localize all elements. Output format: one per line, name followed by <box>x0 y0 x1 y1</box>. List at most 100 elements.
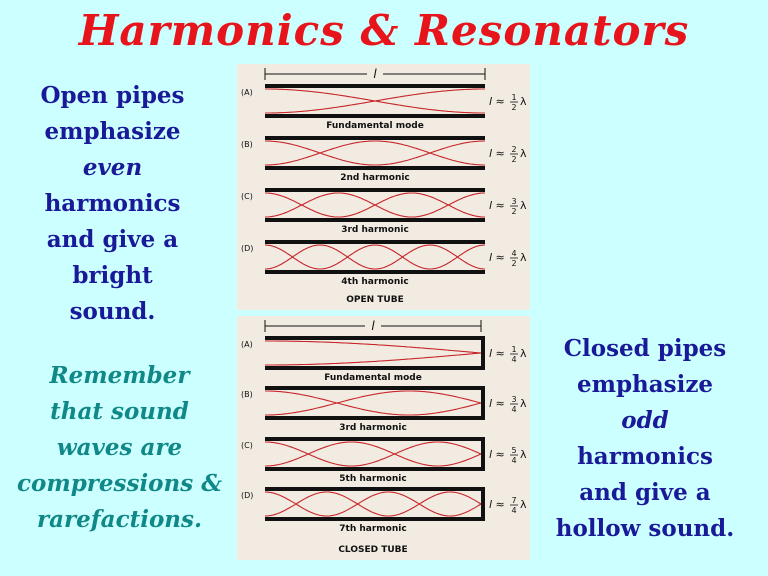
text-line: Open pipes <box>40 82 185 109</box>
formula-prefix: l ≈ <box>489 95 505 108</box>
formula-lambda: λ <box>520 448 527 461</box>
tube-wall-bottom <box>265 467 484 471</box>
formula-numerator: 3 <box>511 197 516 206</box>
standing-wave <box>264 491 482 517</box>
mode-letter: (C) <box>241 441 253 450</box>
formula-prefix: l ≈ <box>489 498 505 511</box>
tube-wall-top <box>265 136 485 140</box>
tube-wall-bottom <box>265 517 484 521</box>
standing-wave <box>265 441 482 467</box>
tube-wall-top <box>265 386 484 390</box>
standing-wave <box>265 88 485 114</box>
formula-numerator: 1 <box>511 93 516 102</box>
mode-letter: (A) <box>241 88 253 97</box>
text-line: and give a <box>579 479 711 506</box>
formula-denominator: 4 <box>511 506 516 515</box>
formula-numerator: 5 <box>511 446 516 455</box>
standing-wave <box>264 491 482 517</box>
tube-wall-top <box>265 84 485 88</box>
tube-wall-bottom <box>265 270 485 274</box>
formula-denominator: 4 <box>511 456 516 465</box>
formula-lambda: λ <box>520 498 527 511</box>
open-pipes-text: Open pipes emphasize even harmonics and … <box>30 78 195 330</box>
standing-wave <box>265 441 482 467</box>
formula-lambda: λ <box>520 251 527 264</box>
tube-footer: CLOSED TUBE <box>338 545 407 555</box>
tube-wall-top <box>265 487 484 491</box>
text-line: rarefactions. <box>37 506 202 533</box>
tube-wall-bottom <box>265 114 485 118</box>
text-line: sound. <box>69 298 156 325</box>
text-line-even: even <box>82 154 143 181</box>
standing-wave <box>264 244 486 270</box>
mode-label: 2nd harmonic <box>340 173 410 183</box>
standing-wave <box>264 244 486 270</box>
tube-wall-bottom <box>265 218 485 222</box>
remember-note: Remember that sound waves are compressio… <box>12 358 227 538</box>
slide-title: Harmonics & Resonators <box>78 6 690 55</box>
text-line: harmonics <box>577 443 713 470</box>
mode-label: 4th harmonic <box>341 277 408 287</box>
mode-label: 7th harmonic <box>339 524 406 534</box>
formula-lambda: λ <box>520 347 527 360</box>
tube-wall-top <box>265 240 485 244</box>
mode-letter: (A) <box>241 340 253 349</box>
mode-label: 3rd harmonic <box>339 423 407 433</box>
mode-label: Fundamental mode <box>326 121 424 131</box>
text-line: and give a <box>46 226 179 253</box>
standing-wave <box>265 140 485 166</box>
mode-label: 3rd harmonic <box>341 225 409 235</box>
text-line: emphasize <box>44 118 181 145</box>
formula-numerator: 3 <box>511 395 516 404</box>
tube-wall-bottom <box>265 416 484 420</box>
standing-wave <box>265 352 482 366</box>
mode-letter: (B) <box>241 140 253 149</box>
standing-wave <box>265 390 482 416</box>
formula-prefix: l ≈ <box>489 147 505 160</box>
tube-wall-top <box>265 336 484 340</box>
length-symbol: l <box>371 319 375 333</box>
text-line: Remember <box>49 362 190 389</box>
text-line: waves are <box>56 434 183 461</box>
tube-wall-bottom <box>265 366 484 370</box>
formula-denominator: 2 <box>511 207 516 216</box>
formula-numerator: 7 <box>511 496 516 505</box>
text-line: hollow sound. <box>555 515 735 542</box>
text-line: compressions & <box>17 470 222 497</box>
formula-prefix: l ≈ <box>489 397 505 410</box>
standing-wave <box>265 340 482 354</box>
formula-lambda: λ <box>520 397 527 410</box>
standing-wave <box>265 140 485 166</box>
formula-prefix: l ≈ <box>489 347 505 360</box>
length-symbol: l <box>373 67 377 81</box>
mode-letter: (B) <box>241 390 253 399</box>
text-line: emphasize <box>576 371 714 398</box>
formula-numerator: 1 <box>511 345 516 354</box>
standing-wave <box>265 390 482 416</box>
text-line: harmonics <box>44 190 181 217</box>
text-line: that sound <box>50 398 189 425</box>
formula-lambda: λ <box>520 147 527 160</box>
text-line-odd: odd <box>621 407 669 434</box>
formula-denominator: 2 <box>511 155 516 164</box>
tube-closed-end <box>481 386 485 420</box>
formula-denominator: 2 <box>511 103 516 112</box>
formula-lambda: λ <box>520 95 527 108</box>
mode-letter: (D) <box>241 491 253 500</box>
formula-prefix: l ≈ <box>489 251 505 264</box>
formula-lambda: λ <box>520 199 527 212</box>
text-line: bright <box>72 262 153 289</box>
formula-denominator: 4 <box>511 355 516 364</box>
mode-label: 5th harmonic <box>339 474 406 484</box>
formula-numerator: 4 <box>511 249 516 258</box>
tube-closed-end <box>481 487 485 521</box>
formula-numerator: 2 <box>511 145 516 154</box>
tube-wall-top <box>265 437 484 441</box>
standing-wave <box>265 192 485 218</box>
formula-prefix: l ≈ <box>489 448 505 461</box>
tube-wall-top <box>265 188 485 192</box>
